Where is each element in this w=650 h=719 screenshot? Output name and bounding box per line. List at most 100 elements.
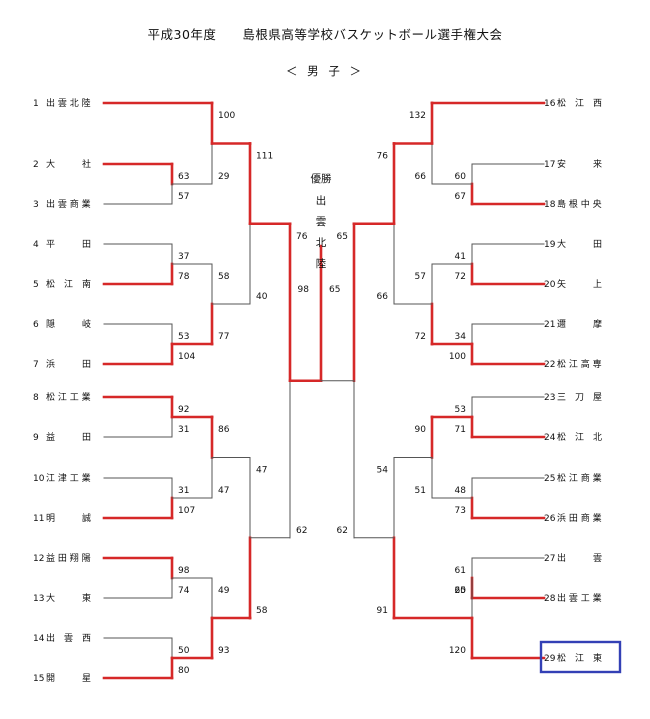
team-name: 安 来 xyxy=(557,158,602,170)
match-score: 40 xyxy=(256,292,268,302)
match-score: 100 xyxy=(218,111,235,121)
final-score: 98 xyxy=(298,285,310,295)
page-title: 平成30年度 島根県高等学校バスケットボール選手権大会 xyxy=(147,27,503,42)
team-name: 松 江 東 xyxy=(557,652,602,664)
team-name: 明 誠 xyxy=(46,512,91,524)
team-number: 23 xyxy=(544,393,555,403)
team-number: 7 xyxy=(33,360,39,370)
match-score: 48 xyxy=(455,486,467,496)
match-score: 74 xyxy=(178,586,190,596)
team-name: 江 津 工 業 xyxy=(46,472,91,484)
team-number: 1 xyxy=(33,99,39,109)
team-number: 9 xyxy=(33,433,39,443)
match-score: 49 xyxy=(218,586,230,596)
team-number: 2 xyxy=(33,160,39,170)
team-number: 25 xyxy=(544,474,555,484)
match-score: 86 xyxy=(218,425,230,435)
match-score: 91 xyxy=(377,606,388,616)
team-name: 出 雲 工 業 xyxy=(557,592,602,604)
champion-label: 優勝 xyxy=(311,172,332,185)
match-score: 58 xyxy=(218,272,230,282)
team-number: 4 xyxy=(33,240,39,250)
team-number: 21 xyxy=(544,320,555,330)
team-name: 三 刀 屋 xyxy=(557,392,602,403)
match-score: 73 xyxy=(455,506,466,516)
champion-name-char: 出 xyxy=(316,194,327,207)
team-number: 14 xyxy=(33,634,45,644)
match-score: 60 xyxy=(455,172,467,182)
team-number: 5 xyxy=(33,280,39,290)
team-name: 松 江 工 業 xyxy=(46,391,91,403)
team-number: 3 xyxy=(33,200,39,210)
match-score: 29 xyxy=(218,172,230,182)
highlight-box xyxy=(539,640,622,674)
champion-name-char: 陸 xyxy=(316,257,327,270)
team-name: 浜 田 商 業 xyxy=(557,512,602,524)
match-score: 72 xyxy=(455,272,466,282)
team-name: 益 田 翔 陽 xyxy=(46,552,91,564)
match-score: 93 xyxy=(218,646,229,656)
team-name: 松 江 商 業 xyxy=(557,472,602,484)
match-score: 107 xyxy=(178,506,195,516)
team-name: 邇 摩 xyxy=(557,318,602,330)
match-score: 61 xyxy=(455,566,466,576)
match-score: 34 xyxy=(455,332,467,342)
match-score: 111 xyxy=(256,152,273,162)
team-name: 開 星 xyxy=(46,673,91,684)
match-score: 98 xyxy=(178,566,190,576)
match-score: 47 xyxy=(256,466,267,476)
match-score: 20 xyxy=(455,586,467,596)
match-score: 57 xyxy=(178,192,189,202)
match-score: 57 xyxy=(415,272,426,282)
match-score: 80 xyxy=(178,666,190,676)
match-score: 62 xyxy=(296,526,307,536)
team-name: 松 江 北 xyxy=(557,431,602,443)
team-number: 26 xyxy=(544,514,556,524)
match-score: 104 xyxy=(178,352,195,362)
team-number: 10 xyxy=(33,474,45,484)
match-score: 71 xyxy=(455,425,466,435)
team-number: 20 xyxy=(544,280,556,290)
match-score: 53 xyxy=(178,332,189,342)
team-name: 松 江 南 xyxy=(46,278,91,290)
team-name: 松 江 西 xyxy=(557,97,602,109)
match-score: 51 xyxy=(415,486,426,496)
team-number: 12 xyxy=(33,554,44,564)
team-number: 29 xyxy=(544,654,556,664)
team-name: 矢 上 xyxy=(557,278,602,290)
match-score: 65 xyxy=(337,232,348,242)
match-score: 41 xyxy=(455,252,466,262)
team-number: 11 xyxy=(33,514,44,524)
team-name: 出 雲 xyxy=(557,552,602,564)
match-score: 67 xyxy=(455,192,466,202)
team-number: 19 xyxy=(544,240,556,250)
team-number: 13 xyxy=(33,594,44,604)
team-number: 28 xyxy=(544,594,556,604)
team-name: 隠 岐 xyxy=(46,318,91,330)
match-score: 77 xyxy=(218,332,229,342)
match-score: 78 xyxy=(178,272,190,282)
match-score: 72 xyxy=(415,332,426,342)
team-number: 15 xyxy=(33,674,44,684)
team-name: 益 田 xyxy=(46,431,91,443)
match-score: 31 xyxy=(178,425,189,435)
match-score: 37 xyxy=(178,252,189,262)
team-name: 出 雲 西 xyxy=(46,632,91,644)
team-name: 出 雲 北 陸 xyxy=(46,97,91,109)
team-number: 17 xyxy=(544,160,555,170)
team-number: 8 xyxy=(33,393,39,403)
match-score: 92 xyxy=(178,405,189,415)
match-score: 50 xyxy=(178,646,190,656)
match-score: 47 xyxy=(218,486,229,496)
team-name: 松 江 高 専 xyxy=(557,358,602,370)
match-score: 65 xyxy=(455,586,466,596)
division-label: ＜ 男 子 ＞ xyxy=(286,64,364,78)
team-name: 島 根 中 央 xyxy=(557,198,602,210)
match-score: 54 xyxy=(377,466,389,476)
champion-name-char: 北 xyxy=(316,237,327,249)
team-number: 6 xyxy=(33,320,39,330)
match-score: 76 xyxy=(296,232,308,242)
champion-name-char: 雲 xyxy=(316,216,327,228)
team-number: 18 xyxy=(544,200,556,210)
